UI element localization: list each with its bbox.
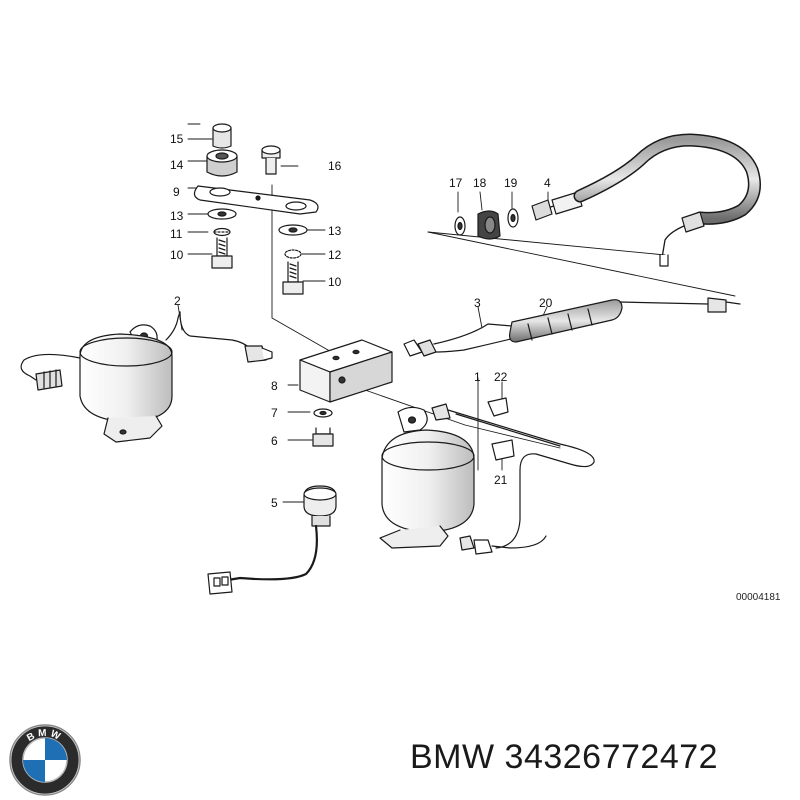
callout-10-right: 10	[328, 275, 342, 289]
callout-2: 2	[174, 294, 181, 308]
bolt-16	[261, 145, 281, 175]
callout-11: 11	[170, 227, 183, 241]
callout-17: 17	[449, 176, 463, 190]
callout-3: 3	[474, 296, 481, 310]
line-1	[431, 403, 595, 549]
brand-name: BMW	[410, 738, 495, 776]
callout-15: 15	[170, 132, 184, 146]
seal-rings	[454, 208, 519, 240]
callout-14: 14	[170, 158, 184, 172]
nut-cap	[212, 123, 232, 149]
left-accumulator	[20, 311, 181, 443]
callout-18: 18	[473, 176, 487, 190]
callout-labels: 15 14 9 13 11 10 16 13 12 10 17 18 19 4 …	[170, 132, 781, 603]
callout-22: 22	[494, 370, 508, 384]
washers-right	[278, 224, 308, 259]
callout-4: 4	[544, 176, 551, 190]
mounting-bracket	[193, 185, 319, 215]
callout-13-left: 13	[170, 209, 184, 223]
upper-hose	[531, 133, 761, 267]
callout-7: 7	[271, 406, 278, 420]
washer-7	[313, 408, 333, 418]
clips	[487, 397, 515, 461]
rubber-bushing	[206, 149, 238, 177]
callout-1: 1	[474, 370, 481, 384]
line-2	[179, 311, 273, 363]
logo-letters: BMW	[25, 728, 61, 744]
callout-10-left: 10	[170, 248, 184, 262]
callout-16: 16	[328, 159, 342, 173]
callout-19: 19	[504, 176, 518, 190]
distribution-block	[299, 339, 393, 403]
diagram-reference-code: 00004181	[736, 592, 781, 603]
callout-6: 6	[271, 434, 278, 448]
bolt-10-right	[282, 261, 304, 295]
part-number: 34326772472	[504, 738, 719, 776]
right-accumulator	[379, 406, 547, 555]
callout-20: 20	[539, 296, 553, 310]
callout-21: 21	[494, 473, 508, 487]
bmw-logo: BMW	[9, 724, 81, 796]
callout-8: 8	[271, 379, 278, 393]
line-3-with-sleeve	[403, 297, 741, 357]
bolt-6	[312, 427, 334, 447]
callout-12: 12	[328, 248, 342, 262]
svg-text:BMW: BMW	[25, 728, 64, 744]
callout-5: 5	[271, 496, 278, 510]
bolt-10-left	[211, 237, 233, 269]
pressure-sensor	[207, 485, 337, 595]
callout-9: 9	[173, 185, 180, 199]
part-caption: BMW 34326772472	[410, 738, 718, 777]
callout-13-right: 13	[328, 224, 342, 238]
washers-left	[207, 208, 237, 237]
